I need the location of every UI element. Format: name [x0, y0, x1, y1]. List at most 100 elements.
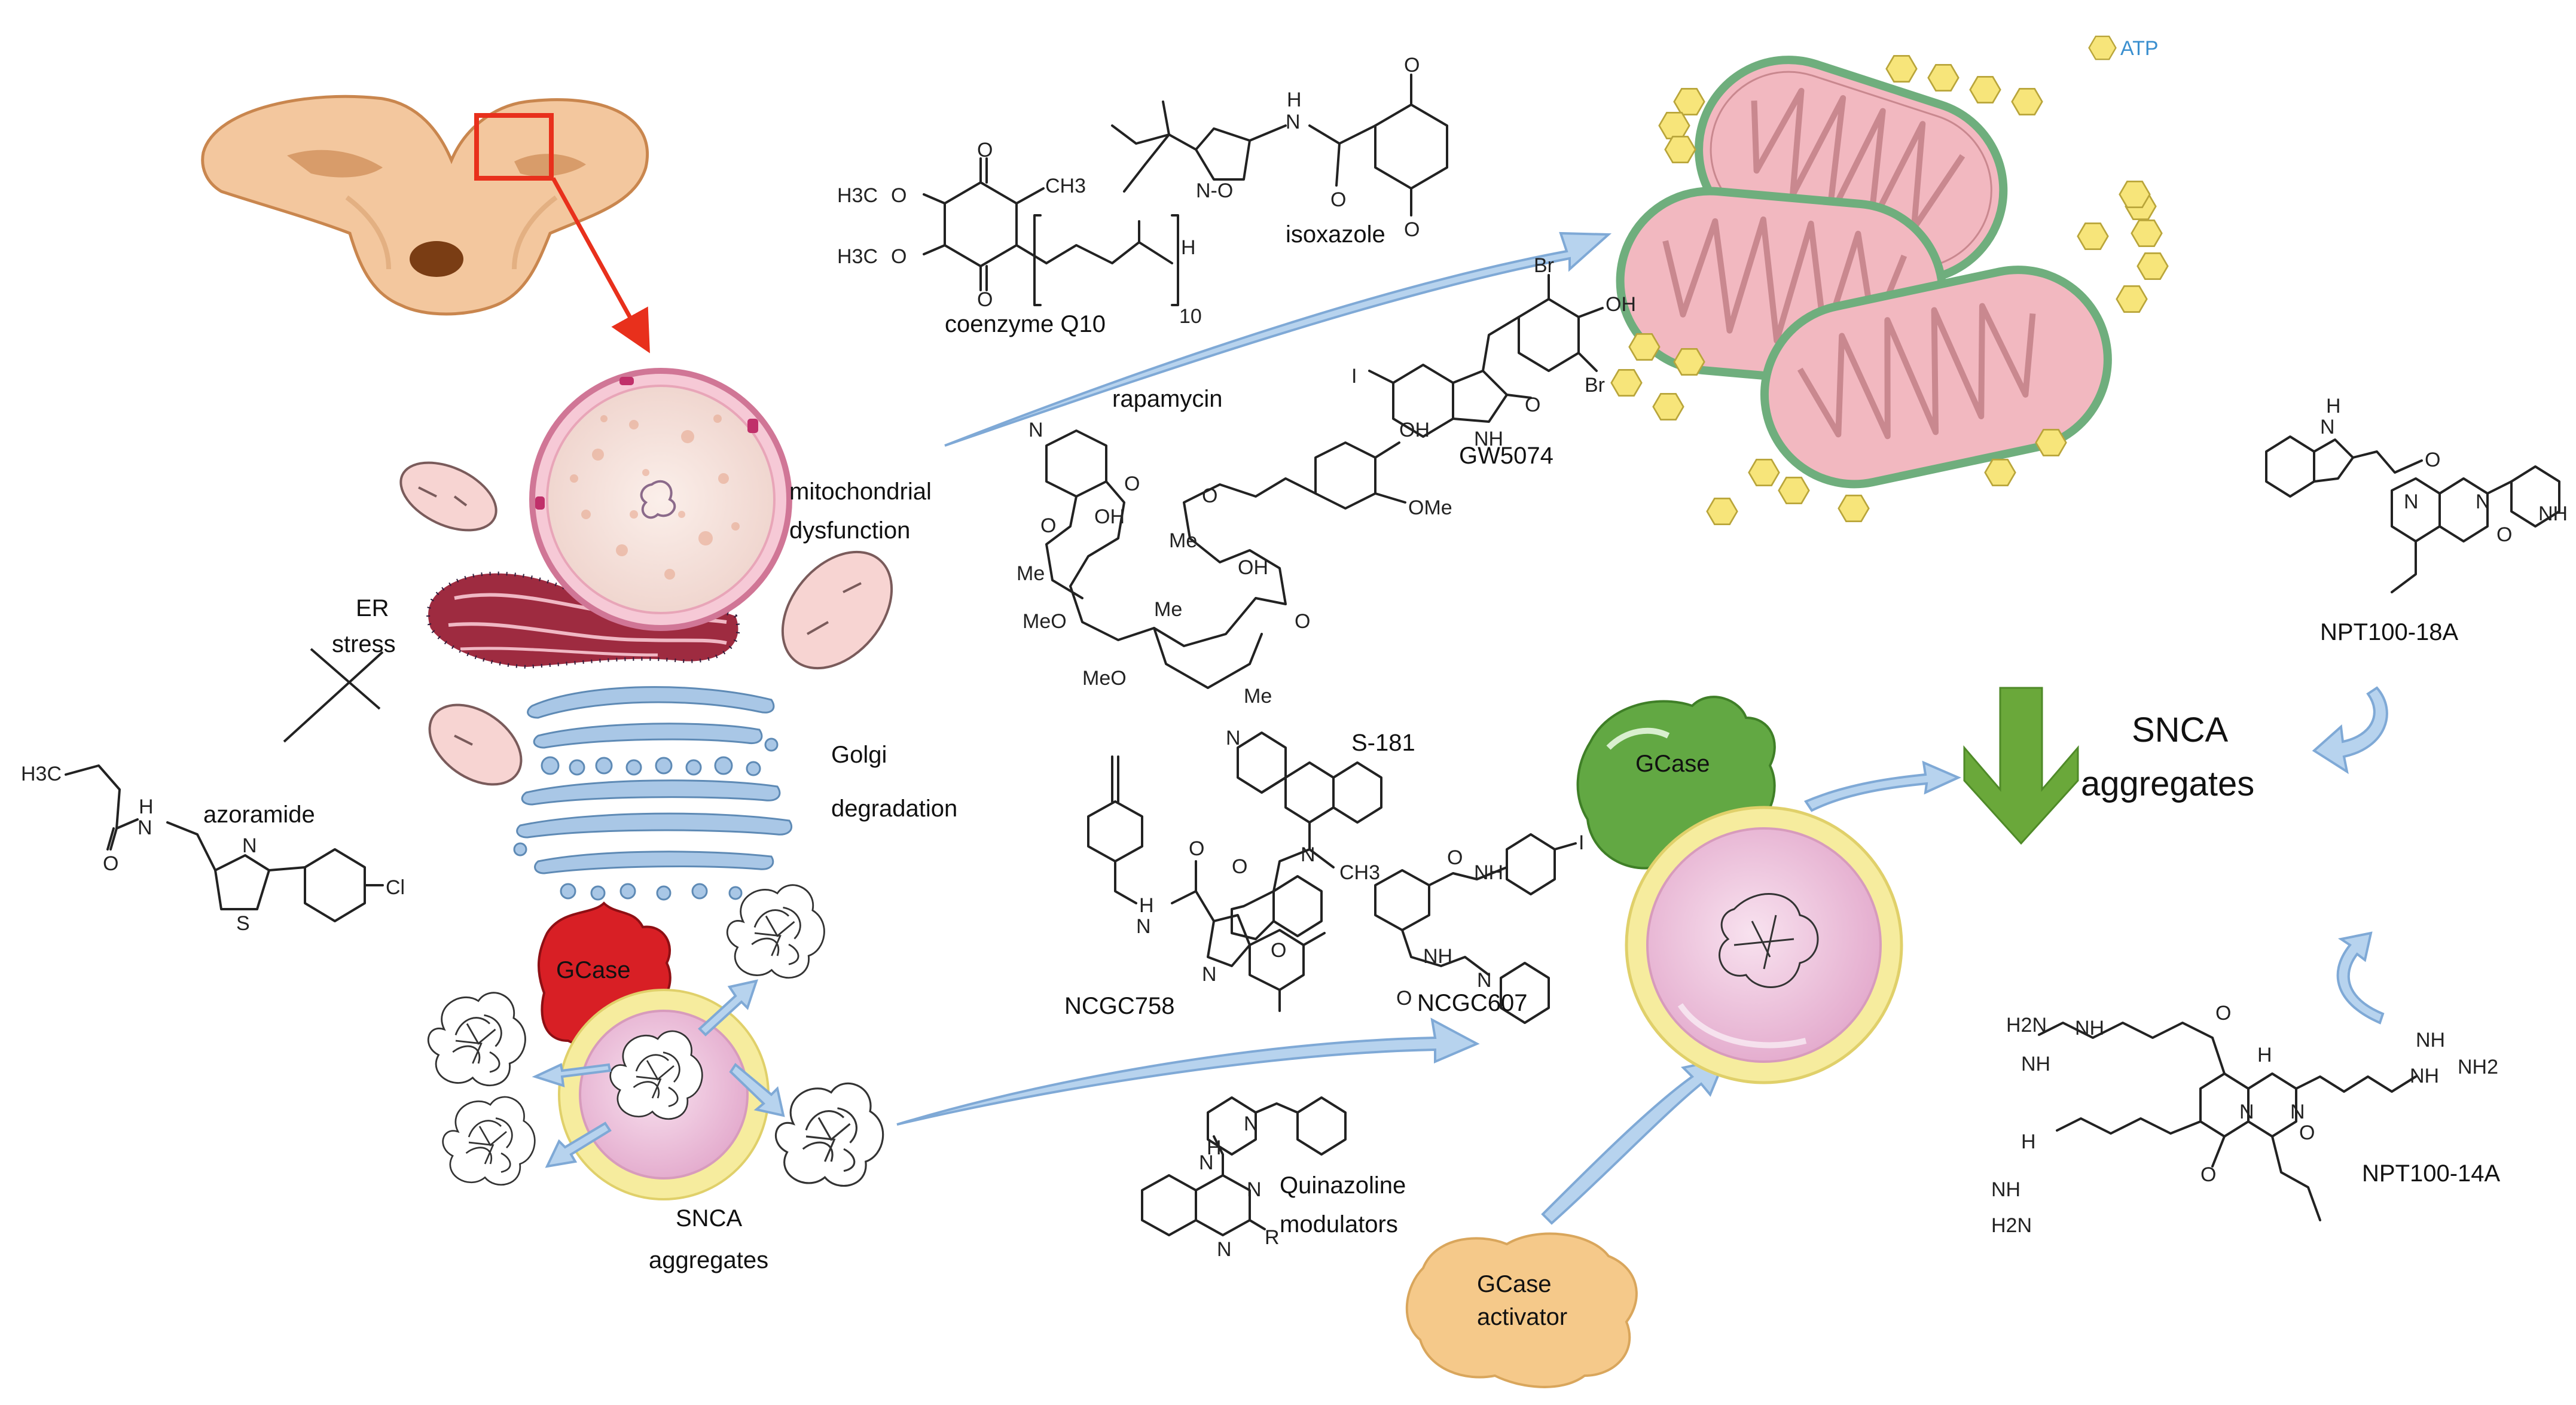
svg-text:N: N: [1202, 963, 1217, 986]
atp-legend-label: ATP: [2120, 37, 2159, 60]
svg-text:NH: NH: [1474, 428, 1503, 450]
svg-text:Me: Me: [1017, 562, 1045, 585]
snca-right-label-line1: SNCA: [2132, 711, 2228, 749]
svg-text:R: R: [1265, 1226, 1280, 1249]
svg-text:H3C: H3C: [837, 184, 878, 207]
ncgc758-label: NCGC758: [1064, 993, 1175, 1019]
svg-text:Me: Me: [1169, 529, 1197, 552]
small-mitochondrion-top-left: [399, 461, 498, 532]
svg-text:Br: Br: [1534, 254, 1554, 277]
svg-text:H3C: H3C: [837, 245, 878, 268]
gcase-left-label: GCase: [556, 957, 631, 983]
svg-text:O: O: [977, 139, 993, 161]
svg-text:NH: NH: [2075, 1017, 2104, 1040]
svg-text:H: H: [2021, 1130, 2036, 1153]
gcase-activator-label-line1: GCase: [1477, 1271, 1552, 1297]
svg-text:N: N: [1301, 843, 1316, 866]
svg-text:S: S: [236, 912, 250, 935]
svg-text:NH: NH: [2538, 502, 2568, 525]
cell-organelles: [399, 368, 893, 901]
svg-text:N: N: [1226, 727, 1241, 749]
coenzyme-q10-structure: O O CH3 H3C H3C O O H 10 coenzyme Q10: [837, 139, 1202, 337]
s181-structure: N N CH3 O O S-181: [1226, 727, 1415, 962]
svg-text:I: I: [1579, 831, 1584, 854]
npt100-18a-label: NPT100-18A: [2320, 619, 2459, 645]
lysosome-left-icon: [538, 901, 770, 1200]
svg-text:H: H: [1181, 236, 1196, 259]
svg-text:O: O: [2425, 449, 2440, 471]
gcase-activator-icon: [1405, 1232, 1638, 1388]
region-of-interest-box: [474, 113, 554, 181]
small-mitochondrion-right: [781, 550, 893, 670]
svg-text:O: O: [1396, 987, 1412, 1010]
svg-text:O: O: [1525, 394, 1540, 416]
svg-text:N: N: [1028, 419, 1043, 441]
svg-text:O: O: [977, 288, 993, 311]
svg-text:N: N: [1199, 1151, 1214, 1174]
svg-text:O: O: [1124, 473, 1140, 495]
atp-legend-icon: [2088, 35, 2117, 60]
golgi-apparatus-icon: [513, 686, 793, 901]
azoramide-label: azoramide: [203, 801, 315, 828]
svg-text:OH: OH: [1238, 556, 1268, 579]
ncgc607-structure: NH O NH N O I NCGC607: [1374, 831, 1584, 1024]
svg-text:H2N: H2N: [1991, 1214, 2032, 1237]
svg-text:N: N: [1477, 969, 1492, 992]
mitochondria-cluster-icon: [1616, 56, 2112, 489]
quinazoline-label-line1: Quinazoline: [1280, 1172, 1406, 1199]
svg-text:O: O: [2215, 1002, 2231, 1025]
er-stress-label-line1: ER: [356, 595, 389, 621]
svg-text:H2N: H2N: [2006, 1014, 2047, 1037]
arrow-npt18a: [2312, 686, 2388, 775]
svg-text:O: O: [1330, 188, 1346, 211]
svg-text:O: O: [1232, 855, 1247, 878]
s181-label: S-181: [1351, 730, 1415, 756]
coenzyme-q10-label: coenzyme Q10: [945, 311, 1106, 337]
svg-text:O: O: [1404, 218, 1420, 241]
svg-text:O: O: [2299, 1121, 2315, 1144]
svg-text:OH: OH: [1094, 505, 1125, 528]
svg-text:O: O: [891, 245, 907, 268]
mito-dysfunction-label-line2: dysfunction: [789, 517, 910, 544]
svg-text:O: O: [1040, 514, 1056, 537]
arrow-to-gcase-right: [896, 1017, 1480, 1126]
gw5074-structure: O NH I Br OH Br GW5074: [1351, 254, 1636, 469]
svg-text:O: O: [103, 852, 118, 875]
azoramide-structure: H3C N H O N S Cl azoramide: [21, 763, 405, 935]
quinazoline-structure: H N N N N R Quinazoline modulators: [1141, 1096, 1406, 1261]
svg-text:MeO: MeO: [1023, 610, 1067, 633]
svg-text:N: N: [1286, 111, 1301, 133]
svg-text:OH: OH: [1606, 293, 1636, 316]
gcase-right-label: GCase: [1635, 751, 1710, 777]
svg-text:H: H: [1139, 894, 1154, 917]
svg-text:CH3: CH3: [1045, 175, 1086, 197]
svg-text:NH: NH: [1474, 861, 1503, 884]
svg-text:N: N: [2290, 1101, 2305, 1123]
svg-text:H: H: [139, 796, 154, 818]
decrease-arrow-icon: [1963, 687, 2079, 845]
svg-text:10: 10: [1179, 305, 1202, 328]
svg-text:N: N: [1217, 1238, 1232, 1261]
golgi-label-line1: Golgi: [831, 742, 887, 768]
aggregate-spread-arrows: [532, 979, 785, 1168]
svg-text:N: N: [1247, 1178, 1262, 1201]
svg-text:Me: Me: [1244, 685, 1272, 708]
svg-text:NH: NH: [2410, 1065, 2439, 1087]
snca-left-label-line1: SNCA: [676, 1205, 742, 1232]
arrow-npt14a: [2336, 931, 2385, 1025]
svg-text:OMe: OMe: [1408, 496, 1452, 519]
svg-text:NH: NH: [1423, 945, 1452, 968]
svg-text:CH3: CH3: [1339, 861, 1380, 884]
npt100-18a-structure: H N O N N O NH NPT100-18A: [2265, 395, 2568, 645]
isoxazole-structure: N-O N H O O O isoxazole: [1111, 54, 1448, 248]
snca-right-label-line2: aggregates: [2081, 764, 2254, 803]
zoom-arrow: [551, 177, 650, 353]
ncgc607-label: NCGC607: [1417, 990, 1528, 1016]
rapamycin-label: rapamycin: [1112, 386, 1223, 412]
svg-text:NH: NH: [1991, 1178, 2020, 1201]
svg-text:N: N: [1244, 1113, 1259, 1135]
npt100-14a-structure: H2N NH NH O H N N O O NH NH NH2 H NH H2N…: [1991, 1002, 2501, 1237]
arrow-gcase-to-snca: [1804, 760, 1961, 812]
